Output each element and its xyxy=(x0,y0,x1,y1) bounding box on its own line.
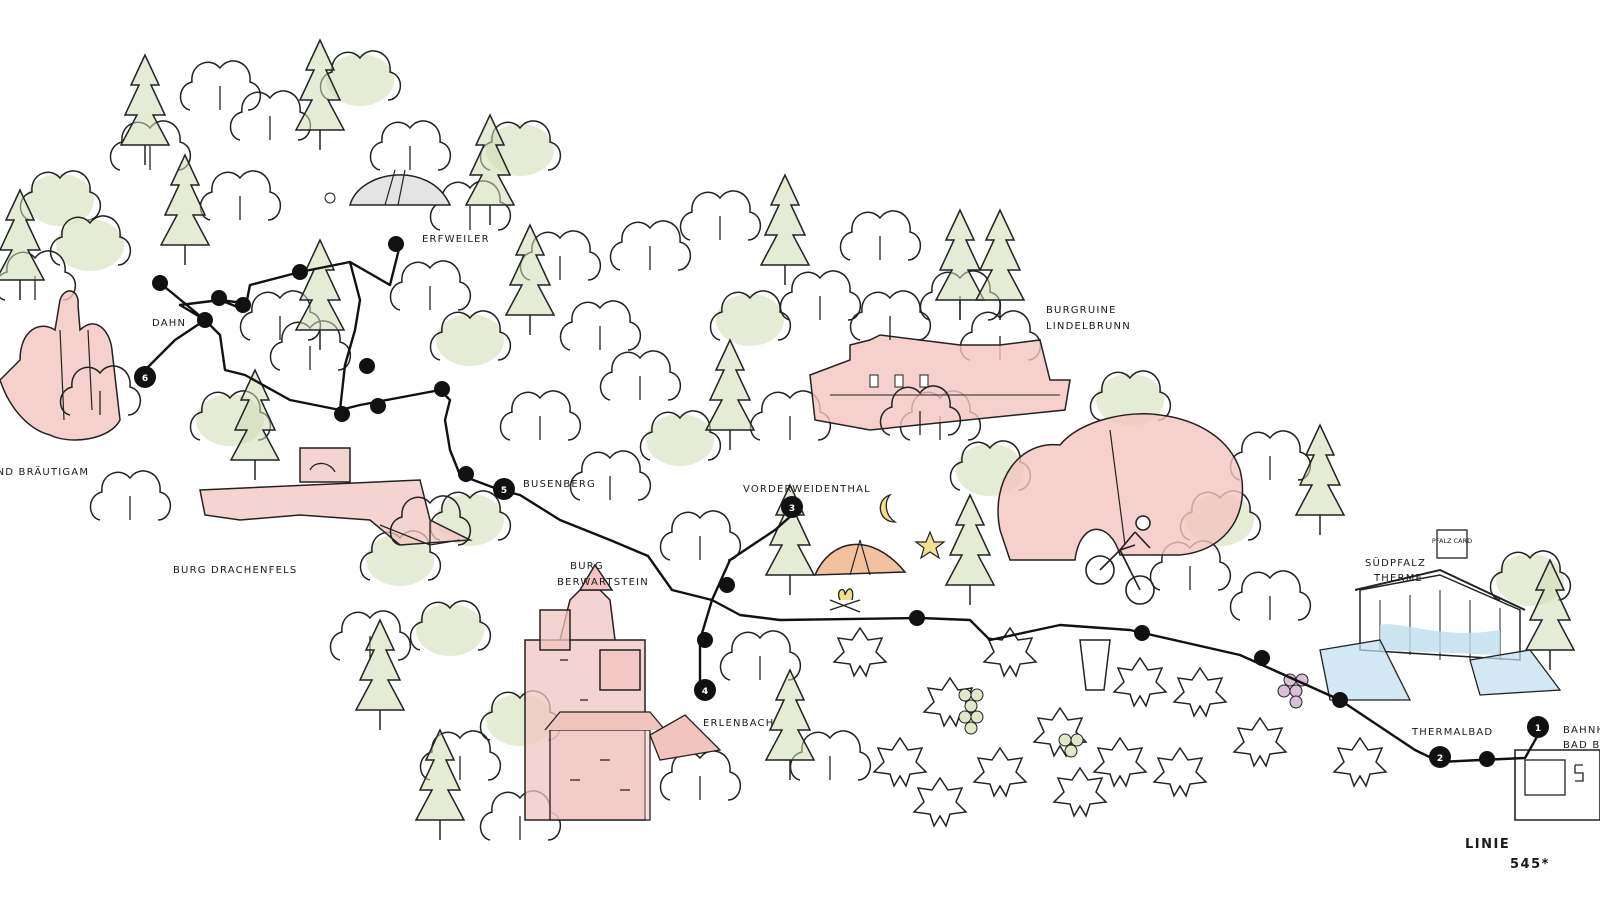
label-thermalbad: THERMALBAD xyxy=(1411,727,1493,738)
burg-drachenfels-icon xyxy=(199,447,473,546)
suedpfalz-therme-icon xyxy=(1319,568,1562,701)
label-erfweiler: ERFWEILER xyxy=(422,234,490,245)
label-lindelbrunn: LINDELBRUNN xyxy=(1046,321,1131,332)
svg-text:3: 3 xyxy=(789,504,795,514)
vineyard xyxy=(833,627,1387,827)
bus-icon xyxy=(1514,749,1600,821)
svg-text:5: 5 xyxy=(501,486,507,496)
braut-und-braeutigam-rock xyxy=(0,290,142,441)
stop-marker-3[interactable]: 3 xyxy=(781,496,803,518)
label-berwartstein: BERWARTSTEIN xyxy=(557,577,649,588)
camping-tent-icon xyxy=(813,539,907,576)
svg-text:6: 6 xyxy=(142,374,148,384)
burgruine-lindelbrunn-icon xyxy=(809,290,1071,436)
label-bahnhof: BAHNHOF xyxy=(1563,725,1600,736)
svg-text:PFALZ CARD: PFALZ CARD xyxy=(1432,537,1472,545)
stop-marker-6[interactable]: 6 xyxy=(134,366,156,388)
label-busenberg: BUSENBERG xyxy=(523,479,596,490)
label-erlenbach: ERLENBACH xyxy=(703,718,774,729)
pfalzcard-logo: PFALZ CARD xyxy=(1432,529,1472,559)
stop-marker-5[interactable]: 5 xyxy=(493,478,515,500)
burg-berwartstein-icon xyxy=(524,563,722,821)
moon-icon xyxy=(879,493,898,523)
hut-icon xyxy=(324,169,452,206)
stop-marker-1[interactable]: 1 xyxy=(1527,716,1549,738)
label-burg-drachenfels: BURG DRACHENFELS xyxy=(173,565,297,576)
star-icon xyxy=(914,530,946,560)
bus-route xyxy=(144,236,1540,767)
label-linie: LINIE xyxy=(1465,837,1510,852)
label-suedpfalz: SÜDPFALZ xyxy=(1365,556,1426,569)
mountain-biker-icon xyxy=(1085,515,1155,605)
label-therme: THERME xyxy=(1373,573,1423,584)
label-braut-und-braeutigam: BRAUT UND BRÄUTIGAM xyxy=(0,465,89,478)
grapes-icon xyxy=(958,673,1309,758)
stop-marker-4[interactable]: 4 xyxy=(694,679,716,701)
tree-stump-icon xyxy=(1079,639,1111,691)
label-dahn: DAHN xyxy=(152,318,186,329)
label-bad-bergzabern: BAD BERGZABERN xyxy=(1563,740,1600,751)
label-burg: BURG xyxy=(570,561,604,572)
forest-area xyxy=(0,39,1575,841)
svg-text:4: 4 xyxy=(702,687,708,697)
campfire-icon xyxy=(829,588,861,613)
rock-arch-icon xyxy=(997,413,1244,561)
svg-text:2: 2 xyxy=(1437,754,1443,764)
label-vorderweidenthal: VORDERWEIDENTHAL xyxy=(743,484,871,495)
route-waypoint xyxy=(152,236,1495,767)
place-labels: ERFWEILER DAHN BRAUT UND BRÄUTIGAM BURG … xyxy=(0,234,1600,872)
label-bus-number: 545* xyxy=(1510,857,1550,872)
stop-marker-2[interactable]: 2 xyxy=(1429,746,1451,768)
label-burgruine: BURGRUINE xyxy=(1046,305,1117,316)
svg-text:1: 1 xyxy=(1535,724,1541,734)
